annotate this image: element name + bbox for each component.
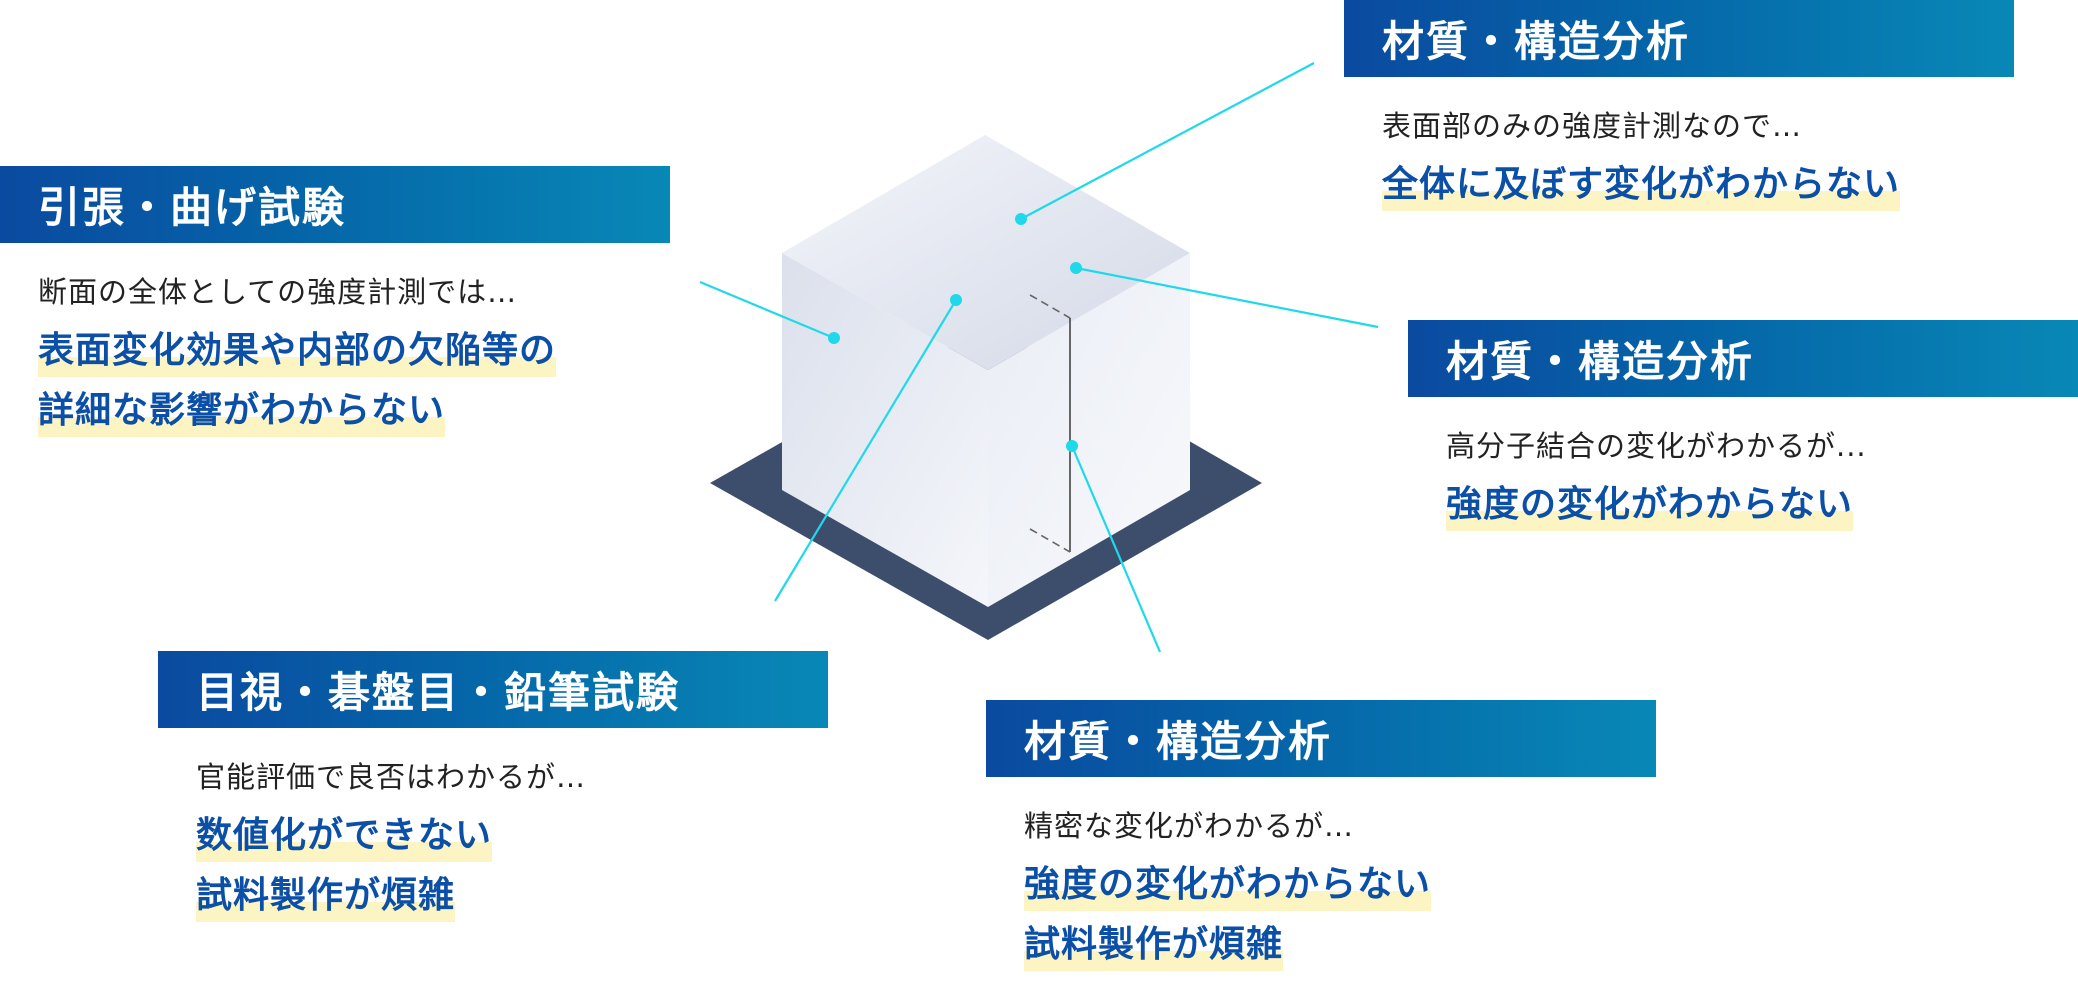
card-lead: 断面の全体としての強度計測では… bbox=[38, 275, 518, 309]
card-title: 材質・構造分析 bbox=[1344, 0, 2014, 77]
card-right: 材質・構造分析 高分子結合の変化がわかるが... 強度の変化がわからない bbox=[1408, 320, 2078, 539]
card-title: 材質・構造分析 bbox=[1408, 320, 2078, 397]
card-highlight: 試料製作が煩雑 bbox=[196, 870, 456, 922]
card-lead: 表面部のみの強度計測なので… bbox=[1382, 109, 1803, 143]
connector-bottom-center bbox=[1070, 445, 1162, 653]
card-lead: 官能評価で良否はわかるが… bbox=[196, 760, 587, 794]
card-highlight: 試料製作が煩雑 bbox=[1024, 919, 1284, 971]
connector-dot bbox=[950, 294, 962, 306]
card-lead: 精密な変化がわかるが… bbox=[1024, 809, 1355, 843]
card-bottom-center: 材質・構造分析 精密な変化がわかるが… 強度の変化がわからない 試料製作が煩雑 bbox=[986, 700, 1656, 979]
card-highlight: 強度の変化がわからない bbox=[1024, 859, 1432, 911]
connector-bottom-left bbox=[774, 299, 957, 602]
card-highlight: 表面変化効果や内部の欠陥等の bbox=[38, 325, 557, 377]
connector-right bbox=[1075, 266, 1379, 329]
connector-dot bbox=[1070, 262, 1082, 274]
card-highlight: 全体に及ぼす変化がわからない bbox=[1382, 159, 1901, 211]
connector-dot bbox=[1015, 213, 1027, 225]
card-left: 引張・曲げ試験 断面の全体としての強度計測では… 表面変化効果や内部の欠陥等の … bbox=[0, 166, 670, 445]
card-top-right: 材質・構造分析 表面部のみの強度計測なので… 全体に及ぼす変化がわからない bbox=[1344, 0, 2014, 219]
card-highlight: 数値化ができない bbox=[196, 810, 493, 862]
card-bottom-left: 目視・碁盤目・鉛筆試験 官能評価で良否はわかるが… 数値化ができない 試料製作が… bbox=[158, 651, 828, 930]
connector-dot bbox=[828, 332, 840, 344]
card-title: 目視・碁盤目・鉛筆試験 bbox=[158, 651, 828, 728]
connector-left bbox=[699, 280, 835, 340]
card-highlight: 強度の変化がわからない bbox=[1446, 479, 1854, 531]
card-title: 材質・構造分析 bbox=[986, 700, 1656, 777]
card-title: 引張・曲げ試験 bbox=[0, 166, 670, 243]
cube-cross-section bbox=[1029, 294, 1071, 553]
connector-top-right bbox=[1020, 62, 1315, 220]
connector-dot bbox=[1066, 440, 1078, 452]
card-highlight: 詳細な影響がわからない bbox=[38, 385, 446, 437]
cube-right-face bbox=[988, 253, 1190, 607]
connector-lines bbox=[699, 62, 1379, 653]
cube-top-face bbox=[782, 135, 1190, 370]
card-lead: 高分子結合の変化がわかるが... bbox=[1446, 429, 1867, 463]
